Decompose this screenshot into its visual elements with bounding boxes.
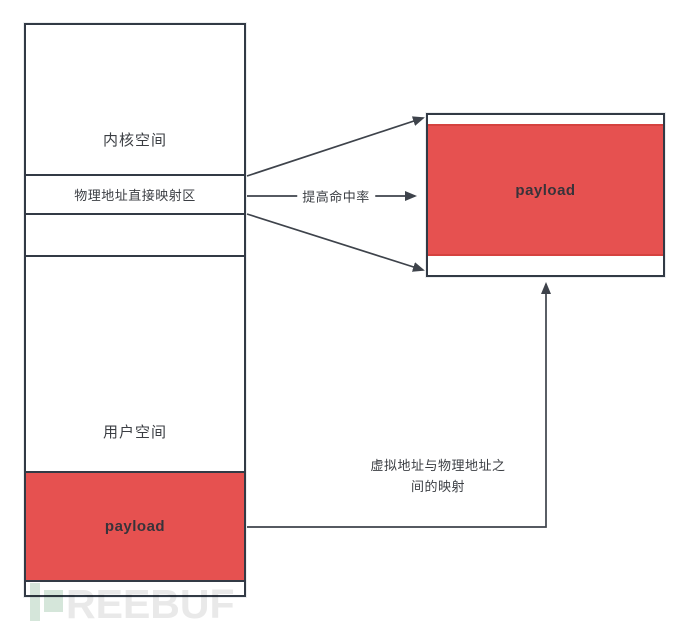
mapping-label-line2: 间的映射 bbox=[410, 479, 466, 494]
memory-layout-column: 内核空间 物理地址直接映射区 用户空间 payload bbox=[24, 23, 246, 597]
user-payload-block: payload bbox=[26, 471, 244, 582]
bottom-strip-section bbox=[26, 582, 244, 595]
direct-mapping-section: 物理地址直接映射区 bbox=[26, 176, 244, 215]
reserved-section bbox=[26, 215, 244, 257]
mapping-label: 虚拟地址与物理地址之 间的映射 bbox=[370, 456, 505, 498]
physical-payload-block: payload bbox=[428, 124, 663, 256]
mapping-label-line1: 虚拟地址与物理地址之 bbox=[370, 458, 506, 474]
arrow-top-to-physical bbox=[246, 116, 425, 177]
user-payload-label: payload bbox=[104, 518, 166, 535]
user-space-section: 用户空间 bbox=[26, 257, 244, 471]
physical-payload-label: payload bbox=[515, 181, 576, 199]
physical-memory-box: payload bbox=[426, 113, 665, 277]
arrow-bottom-to-physical bbox=[246, 213, 425, 272]
user-space-label: 用户空间 bbox=[102, 424, 167, 441]
hit-rate-label: 提高命中率 bbox=[297, 186, 375, 206]
kernel-space-label: 内核空间 bbox=[102, 132, 167, 149]
kernel-space-section: 内核空间 bbox=[26, 25, 244, 176]
direct-mapping-label: 物理地址直接映射区 bbox=[74, 188, 196, 203]
